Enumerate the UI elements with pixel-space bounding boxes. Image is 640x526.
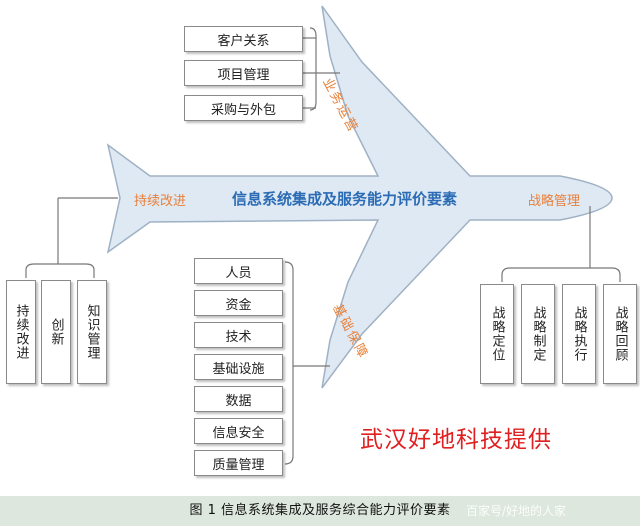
foundation-connector bbox=[284, 261, 330, 465]
provider-text: 武汉好地科技提供 bbox=[360, 427, 552, 453]
foundation-item-infrastructure: 基础设施 bbox=[194, 354, 283, 380]
business-item-project: 项目管理 bbox=[184, 60, 303, 86]
business-connector bbox=[303, 27, 340, 111]
strategy-connector bbox=[501, 206, 621, 282]
improvement-connector bbox=[25, 197, 118, 278]
caption-bar: 图 1 信息系统集成及服务综合能力评价要素 bbox=[0, 496, 640, 526]
watermark: 百家号/好地的人家 bbox=[466, 504, 567, 518]
foundation-item-funds: 资金 bbox=[194, 290, 283, 316]
strategy-item-formulation: 战略制定 bbox=[521, 284, 555, 384]
center-title: 信息系统集成及服务能力评价要素 bbox=[232, 190, 458, 208]
strategy-item-positioning: 战略定位 bbox=[480, 284, 514, 384]
nose-label: 战略管理 bbox=[528, 194, 581, 209]
improvement-item-continuous: 持续改进 bbox=[6, 280, 36, 384]
airplane-outline bbox=[106, 5, 613, 389]
improvement-item-knowledge: 知识管理 bbox=[77, 280, 107, 384]
improvement-item-innovation: 创新 bbox=[41, 280, 71, 384]
business-item-customer: 客户关系 bbox=[184, 26, 303, 52]
figure-caption: 图 1 信息系统集成及服务综合能力评价要素 bbox=[189, 503, 451, 518]
business-item-procurement: 采购与外包 bbox=[184, 95, 303, 121]
foundation-item-staff: 人员 bbox=[194, 258, 283, 284]
strategy-item-review: 战略回顾 bbox=[603, 284, 637, 384]
tail-label: 持续改进 bbox=[134, 194, 187, 209]
foundation-item-quality: 质量管理 bbox=[194, 450, 283, 476]
foundation-item-data: 数据 bbox=[194, 386, 283, 412]
foundation-item-technology: 技术 bbox=[194, 322, 283, 348]
strategy-item-execution: 战略执行 bbox=[562, 284, 596, 384]
foundation-item-security: 信息安全 bbox=[194, 418, 283, 444]
